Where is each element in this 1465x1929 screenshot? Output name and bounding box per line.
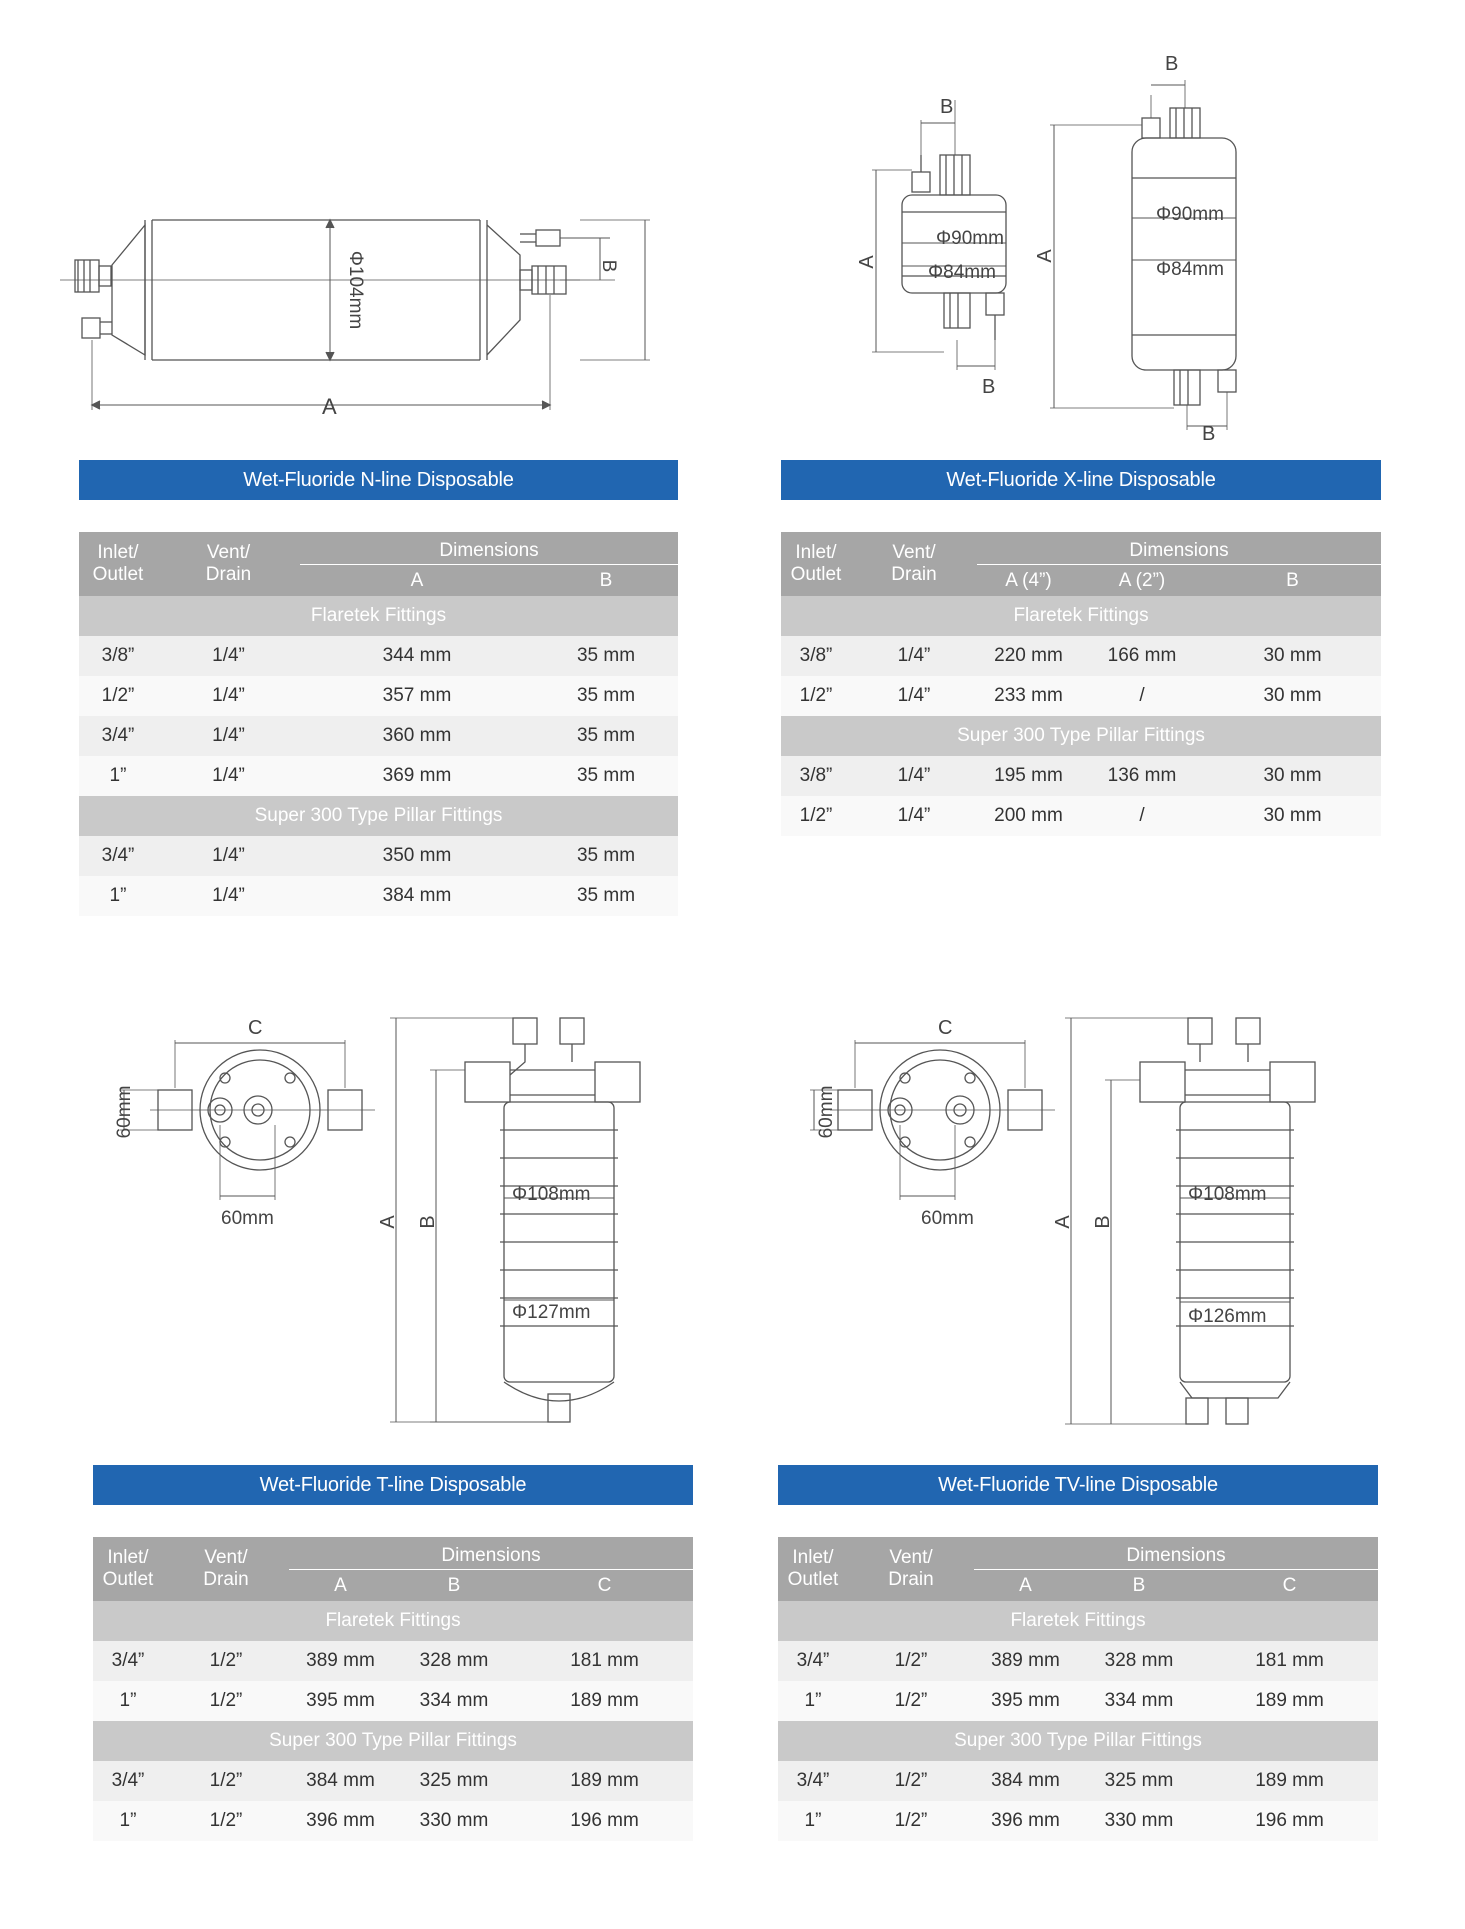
dim-col-header: B xyxy=(392,1569,516,1601)
t-line-title-banner: Wet-Fluoride T-line Disposable xyxy=(93,1465,693,1505)
inlet-outlet-header: Inlet/Outlet xyxy=(79,532,157,596)
dimensions-header: Dimensions xyxy=(977,532,1382,565)
table-row: 1/2”1/4”233 mm/30 mm xyxy=(781,676,1382,716)
section-title: Flaretek Fittings xyxy=(93,1601,694,1641)
dim-col-header: B xyxy=(534,564,679,596)
x-line-tall-dia-outer: Φ90mm xyxy=(1156,204,1224,225)
section-title: Super 300 Type Pillar Fittings xyxy=(79,796,679,836)
section-title: Flaretek Fittings xyxy=(79,596,679,636)
tv-line-dim-b: B xyxy=(1092,1215,1114,1228)
x-line-tall-dim-b-bottom: B xyxy=(1202,423,1215,445)
tv-line-dia-bottom: Φ126mm xyxy=(1188,1306,1267,1327)
dim-col-header: A xyxy=(974,1569,1077,1601)
t-line-dim-a: A xyxy=(377,1215,399,1229)
section-title: Super 300 Type Pillar Fittings xyxy=(781,716,1382,756)
dim-col-header: B xyxy=(1204,564,1382,596)
tv-line-dim-c: C xyxy=(938,1017,952,1039)
tv-line-drawing: C 60mm 60mm A B Φ108mm Φ126mm xyxy=(800,1000,1360,1440)
n-line-drawing: A Φ104mm B xyxy=(40,170,670,420)
dimensions-header: Dimensions xyxy=(289,1537,694,1570)
inlet-outlet-header: Inlet/Outlet xyxy=(778,1537,848,1601)
section-title: Flaretek Fittings xyxy=(778,1601,1379,1641)
dim-col-header: C xyxy=(1201,1569,1379,1601)
tv-line-spec-table: Inlet/Outlet Vent/Drain Dimensions A B C… xyxy=(778,1537,1379,1841)
dim-col-header: A (2”) xyxy=(1080,564,1204,596)
section-title: Super 300 Type Pillar Fittings xyxy=(93,1721,694,1761)
n-line-dim-diameter: Φ104mm xyxy=(345,251,366,330)
x-line-title-banner: Wet-Fluoride X-line Disposable xyxy=(781,460,1381,500)
tv-line-dim-a: A xyxy=(1052,1215,1074,1229)
t-line-dia-bottom: Φ127mm xyxy=(512,1302,591,1323)
x-line-small-dia-outer: Φ90mm xyxy=(936,228,1004,249)
tv-line-dim-side: 60mm xyxy=(816,1086,837,1139)
section-title: Flaretek Fittings xyxy=(781,596,1382,636)
x-line-tall-dim-a: A xyxy=(1034,249,1056,263)
inlet-outlet-header: Inlet/Outlet xyxy=(781,532,851,596)
t-line-dim-bottom: 60mm xyxy=(221,1208,274,1229)
tv-line-title-banner: Wet-Fluoride TV-line Disposable xyxy=(778,1465,1378,1505)
n-line-dim-b: B xyxy=(598,260,619,273)
n-line-spec-table: Inlet/Outlet Vent/Drain Dimensions A B F… xyxy=(79,532,679,916)
t-line-dim-c: C xyxy=(248,1017,262,1039)
x-line-small-dim-b-bottom: B xyxy=(982,376,995,398)
t-line-dim-side: 60mm xyxy=(114,1086,135,1139)
dim-col-header: A xyxy=(289,1569,392,1601)
x-line-small-dim-a: A xyxy=(856,255,878,269)
t-line-dia-top: Φ108mm xyxy=(512,1184,591,1205)
n-line-title-banner: Wet-Fluoride N-line Disposable xyxy=(79,460,678,500)
n-line-dim-a: A xyxy=(322,394,337,419)
section-title: Super 300 Type Pillar Fittings xyxy=(778,1721,1379,1761)
t-line-drawing: C 60mm 60mm A B Φ108mm Φ127mm xyxy=(100,1000,700,1440)
dim-col-header: C xyxy=(516,1569,694,1601)
dim-col-header: A (4”) xyxy=(977,564,1080,596)
dim-col-header: B xyxy=(1077,1569,1201,1601)
dim-col-header: A xyxy=(300,564,534,596)
inlet-outlet-header: Inlet/Outlet xyxy=(93,1537,163,1601)
x-line-tall-dim-b-top: B xyxy=(1165,53,1178,75)
x-line-spec-table: Inlet/Outlet Vent/Drain Dimensions A (4”… xyxy=(781,532,1382,836)
vent-drain-header: Vent/Drain xyxy=(163,1537,289,1601)
vent-drain-header: Vent/Drain xyxy=(851,532,977,596)
tv-line-dia-top: Φ108mm xyxy=(1188,1184,1267,1205)
tv-line-dim-bottom: 60mm xyxy=(921,1208,974,1229)
t-line-dim-b: B xyxy=(417,1215,439,1228)
vent-drain-header: Vent/Drain xyxy=(848,1537,974,1601)
table-row: 1/2”1/4”200 mm/30 mm xyxy=(781,796,1382,836)
x-line-drawing: B B Φ90mm Φ84mm A B B Φ90mm Φ84mm A xyxy=(840,40,1300,460)
t-line-spec-table: Inlet/Outlet Vent/Drain Dimensions A B C… xyxy=(93,1537,694,1841)
x-line-small-dim-b-top: B xyxy=(940,96,953,118)
x-line-tall-dia-inner: Φ84mm xyxy=(1156,259,1224,280)
x-line-small-dia-inner: Φ84mm xyxy=(928,262,996,283)
dimensions-header: Dimensions xyxy=(300,532,679,565)
vent-drain-header: Vent/Drain xyxy=(157,532,300,596)
dimensions-header: Dimensions xyxy=(974,1537,1379,1570)
